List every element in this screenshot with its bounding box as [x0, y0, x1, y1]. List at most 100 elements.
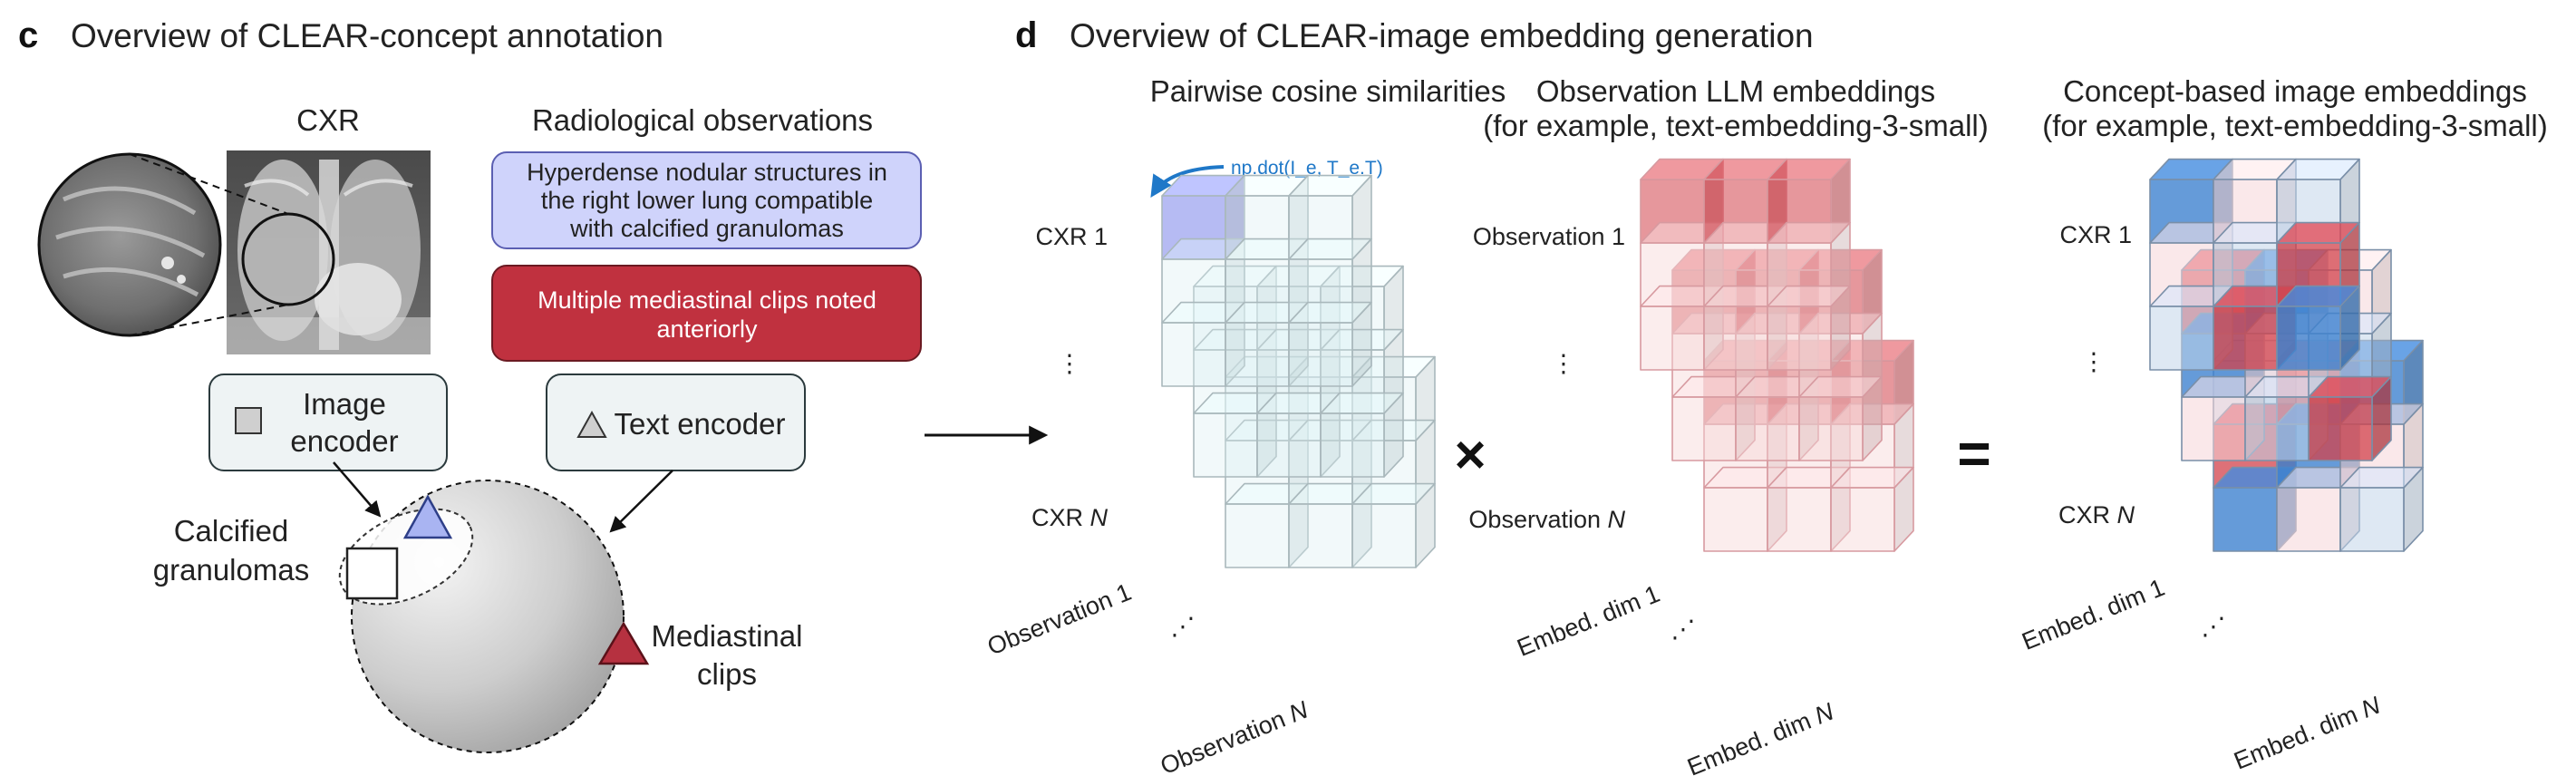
cube-front-face	[1256, 412, 1322, 478]
cube-cell	[2339, 466, 2424, 552]
cube-front-face	[1767, 306, 1832, 371]
cube-cell	[1767, 221, 1851, 307]
cube-front-face	[1830, 487, 1895, 552]
cube-cell	[2276, 285, 2360, 371]
cube-cell	[2308, 375, 2392, 461]
cube-front-face	[2276, 306, 2341, 371]
obs-embedding-header-line-1: Observation LLM embeddings	[1536, 74, 1935, 108]
cube-front-face	[1193, 412, 1258, 478]
text-encoder-box: Text encoder	[546, 373, 806, 471]
similarity-cube	[1161, 174, 1436, 568]
concept-embedding-cube	[2149, 158, 2424, 552]
cube-front-face	[1735, 396, 1800, 461]
square-icon	[235, 407, 262, 434]
panel-d-title: Overview of CLEAR-image embedding genera…	[1070, 17, 1814, 54]
cube-cell	[1351, 482, 1436, 568]
panel-d-letter: d	[1015, 15, 1037, 55]
image-embedding-square	[345, 547, 399, 600]
mediastinal-label-line-1: Mediastinal	[652, 619, 803, 653]
cube2-col-first: Embed. dim 1	[1514, 580, 1664, 662]
cube3-row-last: CXR N	[2058, 501, 2135, 529]
code-annotation: np.dot(I_e, T_e.T)	[1231, 158, 1383, 179]
cube-cell	[1320, 392, 1404, 478]
cube-front-face	[1671, 396, 1737, 461]
cube-front-face	[1225, 503, 1290, 568]
calcified-label-line-1: Calcified	[174, 514, 289, 548]
cube-front-face	[2276, 487, 2341, 552]
cube2-row-first: Observation 1	[1473, 223, 1625, 250]
equals-symbol: =	[1957, 421, 1990, 486]
cube3-col-dots: ⋰	[2202, 613, 2226, 640]
panel-c-letter: c	[18, 15, 38, 55]
observation-box-calcified: Hyperdense nodular structures in the rig…	[491, 151, 922, 249]
cube-front-face	[2308, 396, 2373, 461]
cube2-row-last: Observation N	[1468, 506, 1625, 533]
observations-header: Radiological observations	[532, 103, 873, 137]
cube3-col-first: Embed. dim 1	[2019, 574, 2169, 655]
cube-front-face	[1703, 306, 1768, 371]
cube-cell	[1225, 482, 1309, 568]
text-encoder-arrow	[609, 470, 673, 533]
cube-front-face	[1798, 396, 1864, 461]
cube3-row-first: CXR 1	[2059, 221, 2132, 248]
obs-box-2-line-1: Multiple mediastinal clips noted	[537, 286, 876, 314]
cube-front-face	[2181, 396, 2246, 461]
text-encoder-label: Text encoder	[615, 407, 786, 441]
cube-front-face	[2339, 487, 2405, 552]
image-encoder-box: Image encoder	[208, 373, 448, 471]
cube1-row-dots: ⋮	[1058, 350, 1082, 377]
cube-front-face	[1767, 487, 1832, 552]
cube-front-face	[1320, 412, 1385, 478]
cube1-col-first: Observation 1	[983, 578, 1135, 661]
cube-front-face	[1225, 322, 1290, 387]
cube-cell	[1767, 285, 1851, 371]
cxr-zoom	[37, 152, 289, 337]
cube1-row-first: CXR 1	[1035, 223, 1108, 250]
observation-embedding-cube	[1640, 158, 1914, 552]
embedding-sphere	[338, 480, 650, 753]
multiply-symbol: ×	[1454, 424, 1486, 485]
cube-front-face	[2149, 306, 2214, 371]
cube-front-face	[1288, 503, 1353, 568]
code-annotation-arrow	[1150, 165, 1225, 199]
panel-c-title: Overview of CLEAR-concept annotation	[71, 17, 663, 54]
observation-box-mediastinal: Multiple mediastinal clips noted anterio…	[491, 265, 922, 362]
concept-embedding-header-line-1: Concept-based image embeddings	[2063, 74, 2527, 108]
cube1-col-dots: ⋰	[1171, 613, 1196, 640]
mediastinal-text-triangle	[597, 621, 650, 665]
cube-front-face	[2213, 487, 2278, 552]
cube1-col-last: Observation N	[1157, 696, 1312, 776]
similarity-header: Pairwise cosine similarities	[1150, 74, 1506, 108]
triangle-icon	[576, 410, 607, 438]
obs-embedding-header-line-2: (for example, text-embedding-3-small)	[1483, 109, 1989, 142]
cube-cell	[1830, 466, 1914, 552]
obs-box-1-line-1: Hyperdense nodular structures in	[527, 159, 887, 186]
calcified-text-triangle	[402, 494, 453, 539]
obs-box-1-line-2: the right lower lung compatible	[541, 187, 873, 214]
cube3-row-dots: ⋮	[2082, 348, 2106, 375]
cube3-col-last: Embed. dim N	[2230, 692, 2384, 775]
concept-embedding-header-line-2: (for example, text-embedding-3-small)	[2042, 109, 2548, 142]
cube-front-face	[1703, 487, 1768, 552]
cube2-col-last: Embed. dim N	[1683, 698, 1837, 776]
cube-front-face	[2213, 306, 2278, 371]
obs-box-1-line-3: with calcified granulomas	[569, 215, 844, 242]
panel-c: c Overview of CLEAR-concept annotation C…	[18, 15, 922, 753]
image-encoder-line-2: encoder	[290, 424, 398, 458]
image-encoder-line-1: Image	[303, 387, 386, 421]
cube-front-face	[1640, 306, 1705, 371]
cxr-label: CXR	[296, 103, 360, 137]
cube2-row-dots: ⋮	[1552, 350, 1576, 377]
calcified-label-line-2: granulomas	[153, 553, 309, 587]
cxr-image	[227, 150, 431, 354]
cube-front-face	[2244, 396, 2310, 461]
cube2-col-dots: ⋰	[1671, 616, 1696, 643]
cube-front-face	[1288, 322, 1353, 387]
mediastinal-label-line-2: clips	[697, 657, 757, 691]
cube1-row-last: CXR N	[1031, 504, 1109, 531]
panel-d: d Overview of CLEAR-image embedding gene…	[983, 15, 2548, 776]
image-encoder-arrow	[333, 461, 382, 518]
cube-front-face	[1351, 503, 1417, 568]
cube-cell	[1288, 301, 1372, 387]
